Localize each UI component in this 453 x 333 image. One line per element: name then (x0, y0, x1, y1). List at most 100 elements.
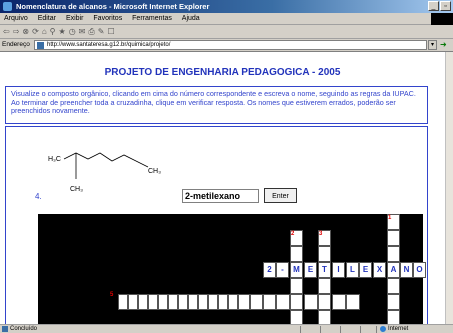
menu-item-favoritos[interactable]: Favoritos (93, 15, 123, 22)
status-divider (320, 326, 321, 333)
crossword-cell-5-19[interactable] (346, 294, 360, 310)
status-bar: Concluído Internet (0, 324, 453, 333)
refresh-icon[interactable]: ⟳ (32, 26, 39, 36)
menu-bar: Arquivo Editar Exibir Favoritos Ferramen… (0, 13, 453, 27)
menu-item-exibir[interactable]: Exibir (65, 15, 84, 22)
crossword-cell-1-6[interactable] (387, 294, 400, 310)
crossword-cell-4-9[interactable]: X (373, 262, 386, 278)
crossword-cell-5-12[interactable] (228, 294, 238, 310)
crossword-cell-5-6[interactable] (168, 294, 178, 310)
stop-icon[interactable]: ⊗ (22, 26, 30, 36)
page-icon (37, 42, 44, 49)
mail-icon[interactable]: ✉ (78, 26, 86, 36)
crossword-cell-4-8[interactable]: E (359, 262, 372, 278)
address-bar: Endereço http://www.santateresa.g12.br/q… (0, 39, 453, 52)
crossword-cell-2-4[interactable] (290, 278, 303, 294)
question-number[interactable]: 4. (35, 192, 42, 201)
crossword-cell-1-5[interactable] (387, 278, 400, 294)
crossword-cell-3-5[interactable] (318, 294, 331, 310)
question-panel (5, 126, 428, 324)
crossword-cell-4-4[interactable]: E (304, 262, 317, 278)
crossword-cell-2-1[interactable] (290, 230, 303, 246)
molecule-structure: H₃C CH₃ CH₃ (48, 152, 161, 193)
crossword-cell-3-1[interactable] (318, 230, 331, 246)
favorites-icon[interactable]: ★ (58, 26, 66, 36)
crossword-cell-2-5[interactable] (290, 294, 303, 310)
clue-number-1: 1 (388, 215, 392, 221)
crossword-cell-4-5[interactable]: T (318, 262, 331, 278)
crossword-grid: 1 2 3 4 2 - M E T I L E X A N O 5 (38, 214, 426, 324)
crossword-cell-4-6[interactable]: I (332, 262, 345, 278)
answer-input[interactable] (182, 189, 259, 203)
window-controls: _ ▫ (428, 1, 451, 11)
maximize-button[interactable]: ▫ (440, 1, 451, 11)
home-icon[interactable]: ⌂ (41, 26, 47, 36)
status-divider (376, 326, 377, 333)
crossword-cell-4-7[interactable]: L (346, 262, 359, 278)
molecule-left-label: H₃C (48, 156, 61, 163)
menu-item-ferramentas[interactable]: Ferramentas (132, 15, 172, 22)
crossword-cell-4-3[interactable]: M (290, 262, 303, 278)
crossword-cell-3-4[interactable] (318, 278, 331, 294)
address-url: http://www.santateresa.g12.br/quimica/pr… (47, 42, 171, 48)
crossword-cell-5-13[interactable] (238, 294, 250, 310)
address-input[interactable]: http://www.santateresa.g12.br/quimica/pr… (34, 40, 427, 50)
window-title: Nomenclatura de alcanos - Microsoft Inte… (16, 2, 210, 11)
discuss-icon[interactable]: ☐ (107, 26, 115, 36)
enter-button[interactable]: Enter (264, 188, 297, 203)
crossword-cell-1-1[interactable] (387, 214, 400, 230)
crossword-cell-3-2[interactable] (318, 246, 331, 262)
minimize-button[interactable]: _ (428, 1, 439, 11)
crossword-cell-4-11[interactable]: N (400, 262, 413, 278)
menu-item-editar[interactable]: Editar (37, 15, 56, 22)
address-label: Endereço (2, 41, 30, 48)
menu-item-ajuda[interactable]: Ajuda (181, 15, 200, 22)
menu-item-arquivo[interactable]: Arquivo (4, 15, 28, 22)
search-icon[interactable]: ⚲ (49, 26, 56, 36)
crossword-cell-5-1[interactable] (118, 294, 128, 310)
crossword-cell-5-15[interactable] (263, 294, 276, 310)
address-dropdown-button[interactable]: ▾ (428, 40, 437, 50)
window-titlebar: Nomenclatura de alcanos - Microsoft Inte… (0, 0, 453, 13)
crossword-cell-1-3[interactable] (387, 246, 400, 262)
crossword-cell-4-2[interactable]: - (276, 262, 289, 278)
crossword-cell-5-7[interactable] (178, 294, 188, 310)
zone-text: Internet (388, 326, 409, 332)
crossword-cell-4-12[interactable]: O (413, 262, 426, 278)
crossword-cell-3-6[interactable] (318, 310, 331, 324)
crossword-cell-2-6[interactable] (290, 310, 303, 324)
clue-number-5: 5 (110, 292, 114, 298)
crossword-cell-4-1[interactable]: 2 (263, 262, 276, 278)
crossword-cell-4-10[interactable]: A (387, 262, 400, 278)
crossword-cell-5-4[interactable] (148, 294, 158, 310)
molecule-bonds (63, 152, 149, 168)
crossword-cell-5-2[interactable] (128, 294, 138, 310)
status-divider (360, 326, 361, 333)
forward-icon[interactable]: ⇨ (12, 26, 20, 36)
crossword-cell-5-11[interactable] (218, 294, 228, 310)
crossword-cell-1-2[interactable] (387, 230, 400, 246)
go-icon[interactable]: ➜ (440, 40, 447, 49)
vertical-scrollbar[interactable] (445, 52, 453, 324)
crossword-cell-5-16[interactable] (276, 294, 290, 310)
crossword-cell-5-10[interactable] (208, 294, 218, 310)
crossword-cell-5-18[interactable] (332, 294, 346, 310)
crossword-cell-5-8[interactable] (188, 294, 198, 310)
crossword-cell-5-3[interactable] (138, 294, 148, 310)
back-icon[interactable]: ⇦ (3, 26, 10, 36)
instructions-box: Visualize o composto orgânico, clicando … (5, 86, 428, 124)
crossword-cell-5-9[interactable] (198, 294, 208, 310)
crossword-cell-2-2[interactable] (290, 246, 303, 262)
crossword-cell-5-5[interactable] (158, 294, 168, 310)
print-icon[interactable]: ⎙ (88, 26, 95, 36)
crossword-cell-5-14[interactable] (250, 294, 263, 310)
molecule-right-label: CH₃ (148, 168, 161, 175)
edit-icon[interactable]: ✎ (97, 26, 105, 36)
status-divider (300, 326, 301, 333)
crossword-cell-5-17[interactable] (304, 294, 318, 310)
internet-zone-icon (380, 326, 386, 332)
page-heading: PROJETO DE ENGENHARIA PEDAGOGICA - 2005 (104, 67, 341, 78)
crossword-cell-1-7[interactable] (387, 310, 400, 324)
page-done-icon (2, 326, 8, 332)
history-icon[interactable]: ◷ (68, 26, 76, 36)
